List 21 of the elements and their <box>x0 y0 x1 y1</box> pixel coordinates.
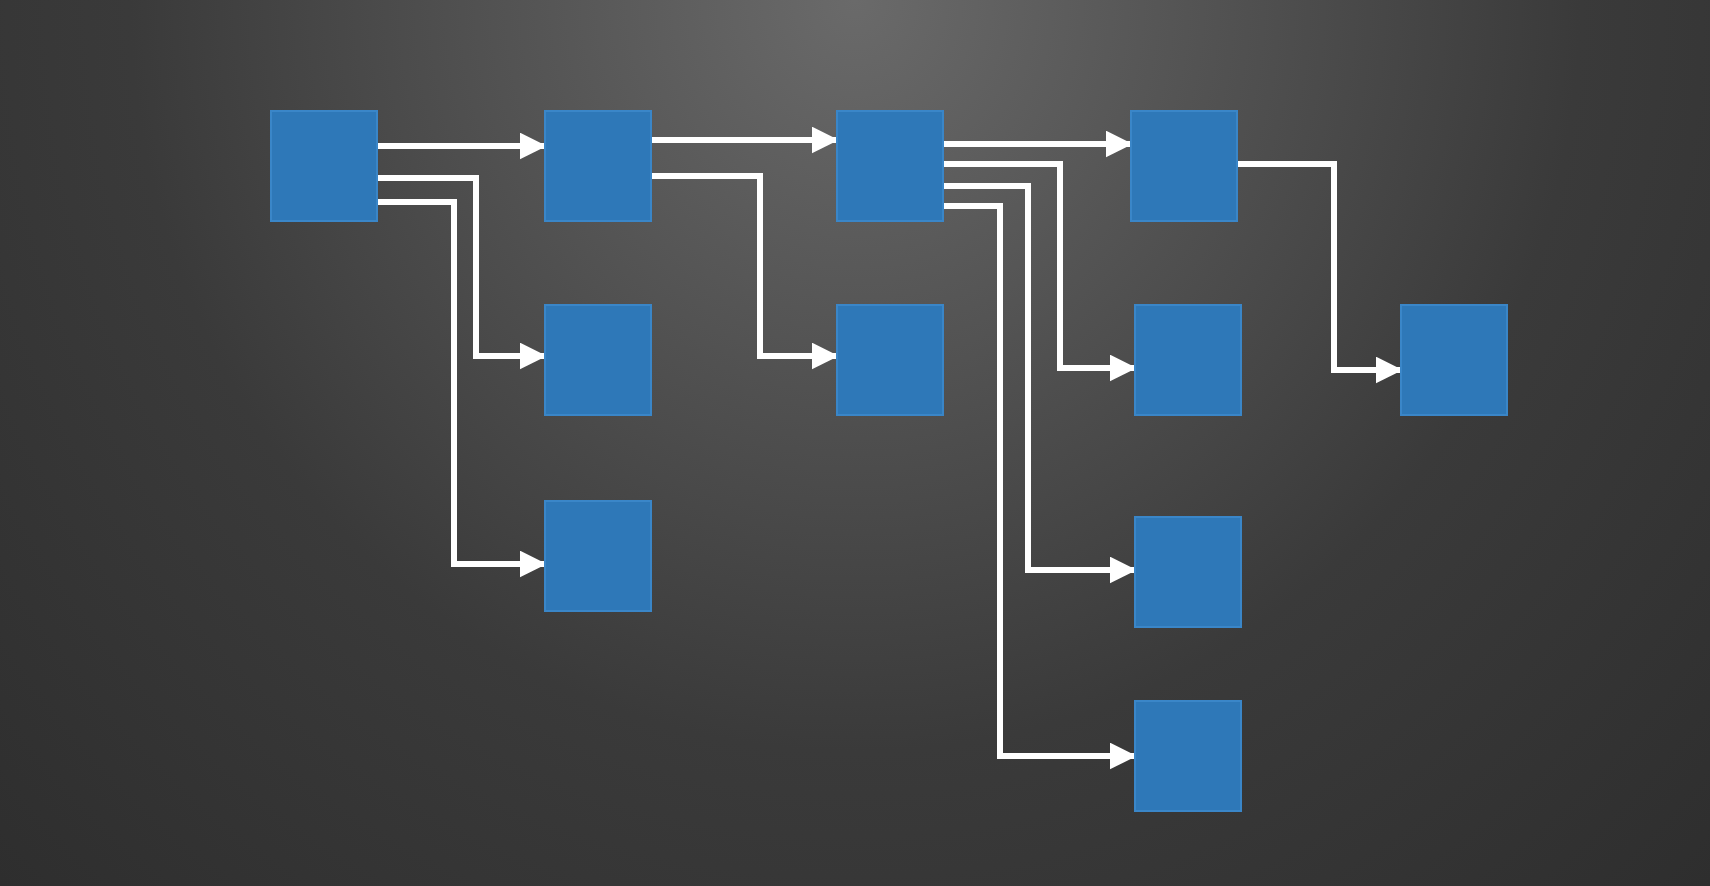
process-box <box>270 110 378 222</box>
process-box <box>836 304 944 416</box>
arrow <box>378 175 547 370</box>
process-box <box>836 110 944 222</box>
arrow <box>378 132 547 160</box>
process-box <box>544 110 652 222</box>
process-box <box>1134 516 1242 628</box>
process-box <box>1134 700 1242 812</box>
arrow <box>944 161 1137 382</box>
arrow <box>944 203 1137 770</box>
arrow <box>652 126 839 154</box>
process-box <box>544 304 652 416</box>
arrow <box>652 173 839 370</box>
process-box <box>1130 110 1238 222</box>
arrow <box>944 183 1137 584</box>
process-box <box>1134 304 1242 416</box>
arrow <box>378 199 547 578</box>
arrow <box>1238 161 1403 384</box>
arrow <box>944 130 1133 158</box>
process-box <box>544 500 652 612</box>
process-box <box>1400 304 1508 416</box>
